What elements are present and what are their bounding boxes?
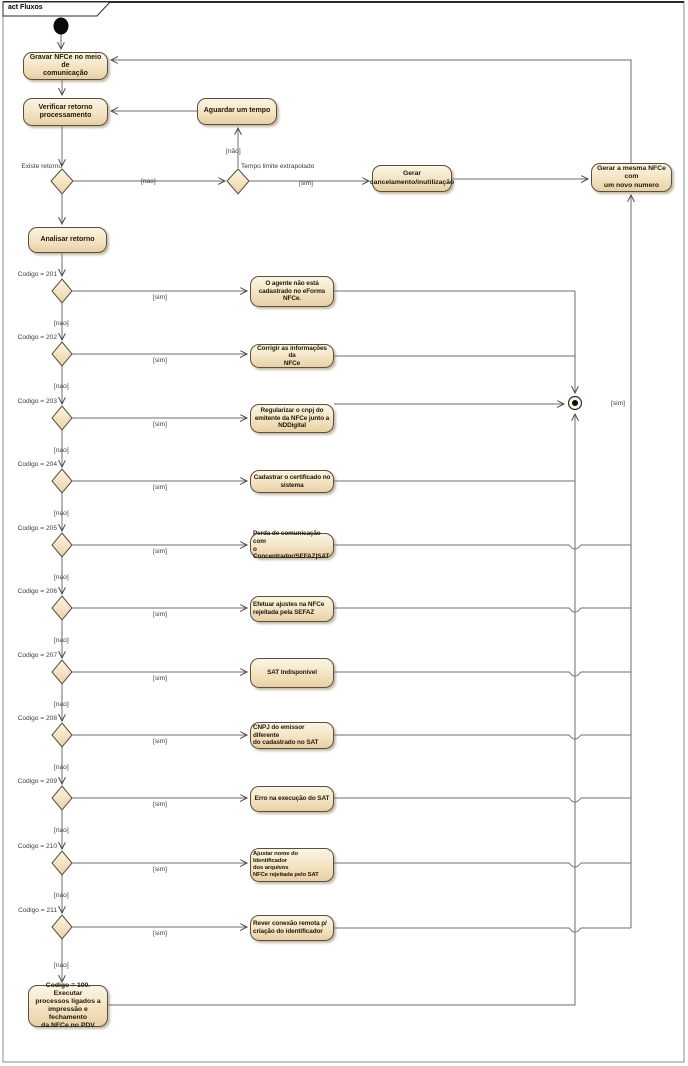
guard-nao-202: [nao] bbox=[54, 383, 69, 390]
decision-codigo-201 bbox=[51, 278, 73, 304]
guard-nao-210: [nao] bbox=[54, 892, 69, 899]
activity-gerar-mesma-nfce: Gerar a mesma NFCe com um novo numero bbox=[591, 163, 672, 192]
decision-label-211: Codigo = 211 bbox=[18, 907, 57, 914]
guard-sim-205: [sim] bbox=[153, 548, 167, 555]
decision-label-202: Codigo = 202 bbox=[17, 334, 57, 341]
guard-nao-207: [nao] bbox=[54, 701, 69, 708]
guard-nao-205: [nao] bbox=[54, 574, 69, 581]
edge-a205-out bbox=[334, 544, 631, 550]
guard-nao-203: [nao] bbox=[54, 447, 69, 454]
guard-sim-204: [sim] bbox=[153, 484, 167, 491]
guard-nao-aguardar: [não] bbox=[226, 148, 241, 155]
decision-label-205: Codigo = 205 bbox=[17, 525, 57, 532]
initial-node bbox=[53, 17, 69, 35]
decision-label-209: Codigo = 209 bbox=[17, 778, 57, 785]
decision-tempo-limite bbox=[226, 168, 250, 195]
decision-codigo-210 bbox=[51, 850, 73, 876]
decision-label-204: Codigo = 204 bbox=[17, 461, 57, 468]
edge-mesma-loop-to-gravar bbox=[111, 60, 632, 163]
edge-a210-out bbox=[334, 862, 631, 868]
guard-nao-209: [nao] bbox=[54, 827, 69, 834]
guard-nao-211: [nao] bbox=[54, 962, 69, 969]
edge-a211-out bbox=[334, 927, 631, 933]
action-206: Efetuar ajustes na NFCe rejeitada pela S… bbox=[250, 596, 334, 622]
guard-sim-206: [sim] bbox=[153, 611, 167, 618]
guard-sim-tempo: [sim] bbox=[299, 180, 313, 187]
decision-codigo-206 bbox=[51, 595, 73, 621]
final-node bbox=[567, 395, 583, 411]
decision-codigo-211 bbox=[51, 914, 73, 940]
guard-existe-retorno: Existe retorno bbox=[21, 163, 62, 170]
guard-sim-208: [sim] bbox=[153, 738, 167, 745]
guard-sim-211: [sim] bbox=[153, 930, 167, 937]
guard-tempo-limite: Tempo limite extrapolado bbox=[241, 163, 315, 170]
guard-nao-204: [nao] bbox=[54, 510, 69, 517]
decision-codigo-205 bbox=[51, 532, 73, 558]
guard-nao-201: [nao] bbox=[54, 320, 69, 327]
action-204: Cadastrar o certificado no sistema bbox=[250, 470, 334, 493]
decision-codigo-202 bbox=[51, 341, 73, 367]
decision-codigo-204 bbox=[51, 468, 73, 494]
edge-a208-out bbox=[334, 734, 631, 740]
edges bbox=[61, 34, 632, 1006]
activity-analisar-retorno: Analisar retorno bbox=[28, 227, 107, 253]
activity-aguardar-tempo: Aguardar um tempo bbox=[197, 98, 277, 125]
guard-sim-207: [sim] bbox=[153, 675, 167, 682]
activity-verificar-retorno: Verificar retorno processamento bbox=[23, 98, 108, 126]
edge-a206-out bbox=[334, 607, 631, 613]
action-208: CNPJ do emissor diferente do cadastrado … bbox=[250, 722, 334, 749]
edge-codigo100-to-final bbox=[108, 414, 575, 1006]
activity-gravar-nfce: Gravar NFCe no meio de comunicação bbox=[23, 52, 108, 80]
action-202: Corrigir as informações da NFCe bbox=[250, 344, 334, 368]
action-211: Rever conexão remota p/ criação do ident… bbox=[250, 915, 334, 941]
decision-label-208: Codigo = 208 bbox=[17, 715, 57, 722]
decision-label-203: Codigo = 203 bbox=[17, 398, 57, 405]
guard-sim-loop: [sim] bbox=[611, 400, 625, 407]
guard-sim-201: [sim] bbox=[153, 294, 167, 301]
guard-sim-203: [sim] bbox=[153, 421, 167, 428]
activity-codigo-100: Codigo = 100. Executar processos ligados… bbox=[28, 982, 108, 1029]
decision-label-210: Codigo = 210 bbox=[17, 843, 57, 850]
edge-a207-out bbox=[334, 671, 631, 677]
guard-nao-208: [nao] bbox=[54, 764, 69, 771]
edge-a209-out bbox=[334, 797, 631, 803]
action-205: Perda de comunicação com o Concentrador/… bbox=[250, 530, 334, 560]
guard-sim-202: [sim] bbox=[153, 357, 167, 364]
decision-label-206: Codigo = 206 bbox=[17, 588, 57, 595]
guard-sim-210: [sim] bbox=[153, 866, 167, 873]
decision-label-207: Codigo = 207 bbox=[17, 652, 57, 659]
frame-title-tab bbox=[2, 1, 112, 17]
decision-codigo-207 bbox=[51, 659, 73, 685]
guard-sim-209: [sim] bbox=[153, 801, 167, 808]
guard-nao-206: [nao] bbox=[54, 637, 69, 644]
decision-codigo-203 bbox=[51, 405, 73, 431]
action-209: Erro na execução do SAT bbox=[250, 786, 334, 812]
decision-existe-retorno bbox=[50, 168, 74, 195]
action-207: SAT Indisponível bbox=[250, 658, 334, 688]
action-203: Regularizar o cnpj do emitente da NFCe j… bbox=[250, 404, 334, 433]
decision-codigo-209 bbox=[51, 785, 73, 811]
action-201: O agente não está cadastrado no eForms N… bbox=[250, 276, 334, 307]
action-210: Ajustar nome do Identificador dos arquiv… bbox=[250, 848, 334, 882]
frame-title: act Fluxos bbox=[8, 4, 43, 11]
decision-codigo-208 bbox=[51, 722, 73, 748]
activity-gerar-cancelamento: Gerar cancelamento/inutilização bbox=[370, 165, 454, 192]
decision-label-201: Codigo = 201 bbox=[17, 271, 57, 278]
guard-nao-existe: [nao] bbox=[141, 178, 156, 185]
